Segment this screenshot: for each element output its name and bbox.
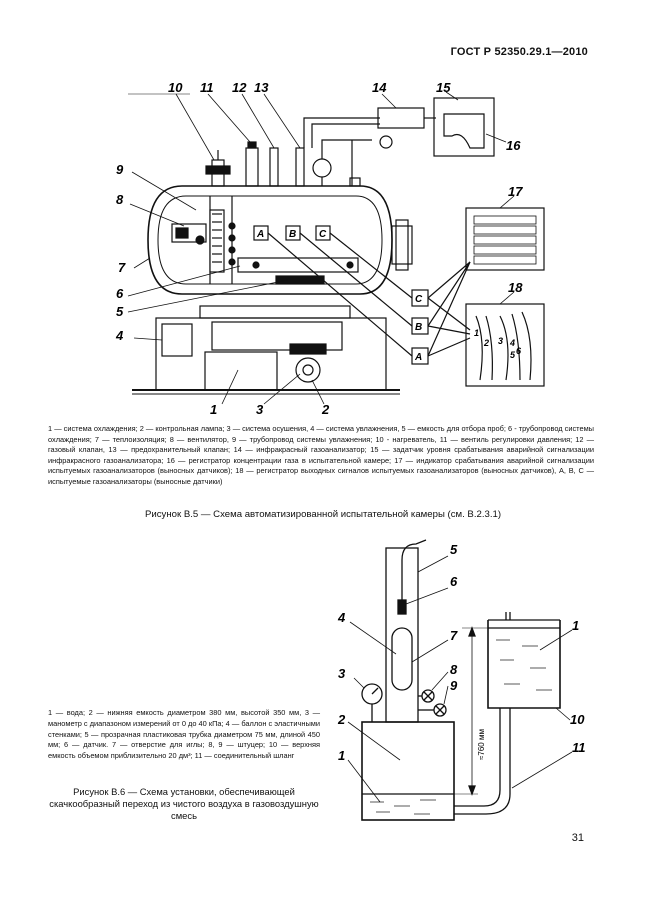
fig6-label-9: 9	[450, 678, 458, 693]
fig5-label-14: 14	[372, 80, 387, 95]
fig5-label-1: 1	[210, 402, 217, 417]
fig6-label-11: 11	[572, 740, 586, 755]
fig5-label-13: 13	[254, 80, 269, 95]
chamber-body	[147, 185, 393, 295]
figure-b5-title: Рисунок В.5 — Схема автоматизированной и…	[144, 509, 502, 520]
fig5-label-15: 15	[436, 80, 451, 95]
registrar-curve-4: 4	[509, 338, 515, 348]
plastic-tube	[385, 547, 419, 723]
figure-b5-drawing	[127, 91, 545, 405]
figure-b5-labels: 10 11 12 13 14 15 16 17 18 9 8 7 6 5 4 1…	[115, 80, 523, 417]
fig6-label-6: 6	[450, 574, 458, 589]
external-b-label: B	[415, 322, 422, 333]
connecting-hose	[454, 708, 501, 807]
fig5-label-11: 11	[200, 80, 214, 95]
alarm-setter-box	[433, 97, 495, 157]
fig5-label-18: 18	[508, 280, 523, 295]
registrar-curve-5: 5	[510, 350, 516, 360]
fig6-label-7: 7	[450, 628, 458, 643]
fig5-label-4: 4	[115, 328, 124, 343]
fig6-label-1-upper: 1	[572, 618, 579, 633]
fig6-label-8: 8	[450, 662, 458, 677]
figure-b6-legend: 1 — вода; 2 — нижняя емкость диаметром 3…	[48, 708, 320, 761]
fig5-label-12: 12	[232, 80, 247, 95]
figure-b6-title: Рисунок В.6 — Схема установки, обеспечив…	[49, 786, 319, 821]
elastic-balloon	[391, 627, 413, 691]
fig5-label-16: 16	[506, 138, 521, 153]
fig6-label-2: 2	[337, 712, 346, 727]
upper-vessel	[487, 620, 561, 709]
fig5-label-3: 3	[256, 402, 264, 417]
fig5-label-6: 6	[116, 286, 124, 301]
registrar-curve-2: 2	[483, 338, 489, 348]
registrar-curve-6: 6	[516, 346, 522, 356]
fig6-label-10: 10	[570, 712, 585, 727]
fig5-label-17: 17	[508, 184, 523, 199]
fig6-label-3: 3	[338, 666, 346, 681]
sensor-a-label: A	[256, 229, 264, 240]
fig5-label-8: 8	[116, 192, 124, 207]
registrar-curve-1: 1	[474, 328, 479, 338]
fan	[171, 223, 207, 243]
fig5-label-9: 9	[116, 162, 124, 177]
registrar-curve-3: 3	[498, 336, 503, 346]
dryer-box	[204, 351, 278, 391]
sensor-b-label: B	[289, 229, 296, 240]
fig5-label-5: 5	[116, 304, 124, 319]
signal-registrar-box	[465, 303, 545, 387]
figure-b5-legend: 1 — система охлаждения; 2 — контрольная …	[48, 424, 594, 486]
cooling-unit	[295, 357, 321, 383]
fig5-label-10: 10	[168, 80, 183, 95]
document-header: ГОСТ Р 52350.29.1—2010	[450, 46, 588, 58]
fig6-label-4: 4	[337, 610, 346, 625]
alarm-indicator-box	[465, 207, 545, 271]
fig5-label-2: 2	[321, 402, 330, 417]
external-a-label: A	[414, 352, 422, 363]
fig6-label-1-lower: 1	[338, 748, 345, 763]
page-number: 31	[571, 832, 584, 844]
external-c-label: C	[415, 294, 423, 305]
sensor-c-label: C	[319, 229, 327, 240]
fig5-label-7: 7	[118, 260, 126, 275]
fig6-dimension-label: ≈760 мм	[477, 729, 486, 760]
fig6-label-5: 5	[450, 542, 458, 557]
